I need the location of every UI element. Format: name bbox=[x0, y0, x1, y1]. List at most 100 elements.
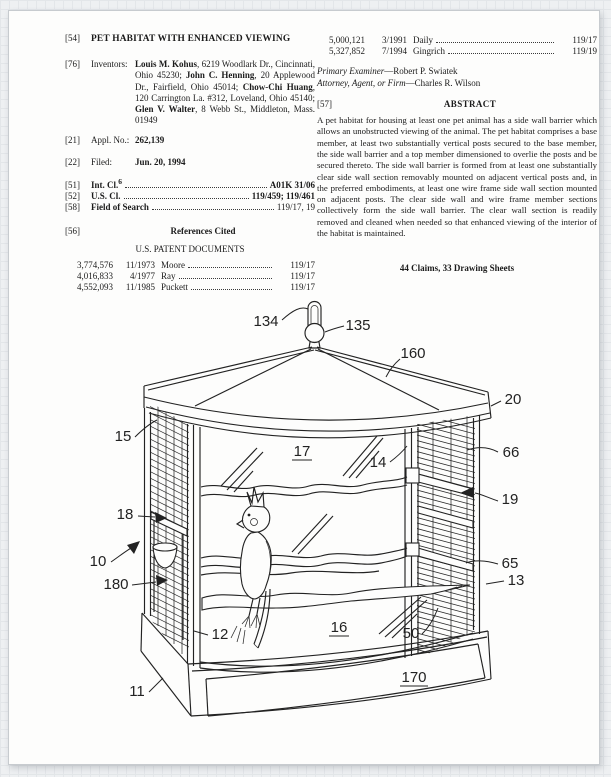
reference-row: 3,774,576 11/1973 Moore 119/17 bbox=[65, 260, 315, 271]
bibliographic-right-column: 5,000,121 3/1991 Daily 119/17 5,327,852 … bbox=[317, 35, 597, 274]
us-cl-label: U.S. Cl. bbox=[91, 191, 121, 202]
examiner-name: —Robert P. Swiatek bbox=[384, 66, 458, 77]
dotted-leader bbox=[436, 35, 554, 43]
primary-examiner-line: Primary Examiner—Robert P. Swiatek bbox=[317, 66, 597, 77]
fig-label-14: 14 bbox=[370, 454, 387, 471]
ref-date: 11/1973 bbox=[125, 259, 155, 270]
us-cl-value: 119/459; 119/461 bbox=[251, 191, 315, 202]
field-number: [21] bbox=[65, 135, 80, 146]
field-number: [58] bbox=[65, 202, 80, 213]
fig-label-15: 15 bbox=[115, 428, 132, 445]
ref-number: 3,774,576 bbox=[77, 259, 113, 270]
appl-value: 262,139 bbox=[135, 135, 165, 146]
fig-label-66: 66 bbox=[503, 444, 520, 461]
fig-label-12: 12 bbox=[212, 626, 229, 643]
bird-tail bbox=[253, 590, 267, 645]
perch-branch-upper bbox=[200, 476, 408, 498]
perch-bracket bbox=[405, 467, 420, 484]
inventors-field: [76] Inventors: Louis M. Kohus, 6219 Woo… bbox=[65, 59, 315, 126]
fig-label-160: 160 bbox=[400, 345, 425, 362]
examiner-label: Primary Examiner bbox=[317, 66, 385, 77]
attorney-name: —Charles R. Wilson bbox=[405, 77, 481, 88]
us-cl-field: [52] U.S. Cl. 119/459; 119/461 bbox=[65, 191, 315, 202]
bird-wing bbox=[265, 540, 271, 581]
perch-branch-lower bbox=[201, 584, 471, 611]
ref-date: 7/1994 bbox=[381, 46, 407, 57]
int-cl-value: A01K 31/06 bbox=[269, 179, 315, 190]
ref-date: 4/1977 bbox=[129, 271, 155, 282]
fig-label-180: 180 bbox=[103, 576, 128, 593]
perch-branch-middle bbox=[200, 547, 408, 576]
perch-bracket bbox=[405, 542, 420, 557]
title-field: [54] PET HABITAT WITH ENHANCED VIEWING bbox=[65, 33, 315, 45]
reference-row: 5,327,852 7/1994 Gingrich 119/19 bbox=[317, 46, 597, 57]
field-number: [76] bbox=[65, 59, 80, 70]
bibliographic-left-column: [54] PET HABITAT WITH ENHANCED VIEWING [… bbox=[65, 33, 315, 293]
fig-label-16: 16 bbox=[331, 619, 348, 636]
fig-label-170: 170 bbox=[401, 669, 426, 686]
bird-crest bbox=[246, 486, 265, 508]
left-wire-panel bbox=[150, 402, 189, 654]
fig-label-10: 10 bbox=[90, 553, 107, 570]
ref-number: 5,327,852 bbox=[329, 46, 365, 57]
reference-row: 5,000,121 3/1991 Daily 119/17 bbox=[317, 35, 597, 46]
appl-label: Appl. No.: bbox=[91, 135, 130, 146]
us-patent-documents-heading: U.S. PATENT DOCUMENTS bbox=[135, 243, 245, 254]
ref-date: 3/1991 bbox=[381, 35, 407, 45]
ref-class: 119/17 bbox=[572, 35, 597, 45]
ref-class: 119/17 bbox=[290, 282, 315, 293]
inventors-text: Louis M. Kohus, 6219 Woodlark Dr., Cinci… bbox=[135, 59, 315, 126]
claims-line: 44 Claims, 33 Drawing Sheets bbox=[399, 263, 515, 274]
ref-class: 119/17 bbox=[290, 271, 315, 282]
appl-no-field: [21] Appl. No.: 262,139 bbox=[65, 135, 315, 146]
ref-name: Puckett bbox=[161, 282, 188, 293]
ref-number: 5,000,121 bbox=[329, 35, 365, 45]
abstract-text: A pet habitat for housing at least one p… bbox=[317, 115, 597, 238]
filed-value: Jun. 20, 1994 bbox=[135, 156, 186, 167]
fig-label-135: 135 bbox=[345, 317, 370, 334]
bird-body bbox=[239, 531, 272, 600]
fig-label-50: 50 bbox=[403, 625, 420, 642]
fig-label-20: 20 bbox=[505, 391, 522, 408]
dotted-leader bbox=[448, 46, 554, 55]
ref-name: Ray bbox=[161, 271, 176, 282]
fos-value: 119/17, 19 bbox=[276, 202, 315, 213]
abstract-heading-row: [57] ABSTRACT bbox=[317, 99, 597, 110]
perch-rail-lower bbox=[417, 547, 474, 572]
references-heading: References Cited bbox=[170, 226, 236, 237]
attorney-label: Attorney, Agent, or Firm bbox=[317, 77, 406, 88]
ref-class: 119/17 bbox=[290, 259, 315, 270]
dotted-leader bbox=[151, 202, 274, 211]
inventors-label: Inventors: bbox=[91, 59, 128, 70]
ref-number: 4,552,093 bbox=[77, 282, 113, 293]
base-member bbox=[140, 612, 492, 717]
dotted-leader bbox=[191, 282, 272, 291]
bird bbox=[230, 486, 272, 649]
dotted-leader bbox=[178, 271, 272, 280]
ref-number: 4,016,833 bbox=[77, 271, 113, 282]
field-number: [56] bbox=[65, 226, 80, 237]
filed-field: [22] Filed: Jun. 20, 1994 bbox=[65, 157, 315, 168]
bird-claws bbox=[230, 613, 261, 645]
roof bbox=[143, 346, 492, 439]
patent-figure: 134 135 160 20 15 17 14 66 19 18 10 bbox=[90, 300, 525, 717]
dotted-leader bbox=[125, 180, 267, 188]
ref-class: 119/19 bbox=[572, 46, 597, 57]
figure-labels: 134 135 160 20 15 17 14 66 19 18 10 bbox=[90, 307, 525, 700]
references-heading-row: [56] References Cited bbox=[65, 226, 315, 237]
ref-name: Moore bbox=[161, 259, 185, 270]
bird-beak bbox=[235, 519, 245, 529]
patent-title: PET HABITAT WITH ENHANCED VIEWING bbox=[91, 34, 291, 44]
fos-label: Field of Search bbox=[91, 202, 149, 213]
reference-row: 4,016,833 4/1977 Ray 119/17 bbox=[65, 271, 315, 282]
dotted-leader bbox=[188, 260, 272, 268]
feeder-cup bbox=[152, 542, 178, 569]
field-number: [52] bbox=[65, 191, 80, 202]
fig-label-11: 11 bbox=[129, 683, 145, 700]
fig-label-65: 65 bbox=[502, 555, 519, 572]
ref-date: 11/1985 bbox=[125, 282, 155, 293]
field-number: [54] bbox=[65, 33, 80, 43]
fig-label-13: 13 bbox=[508, 572, 525, 589]
bird-cheek bbox=[250, 518, 258, 526]
hanger-ball bbox=[304, 322, 325, 344]
